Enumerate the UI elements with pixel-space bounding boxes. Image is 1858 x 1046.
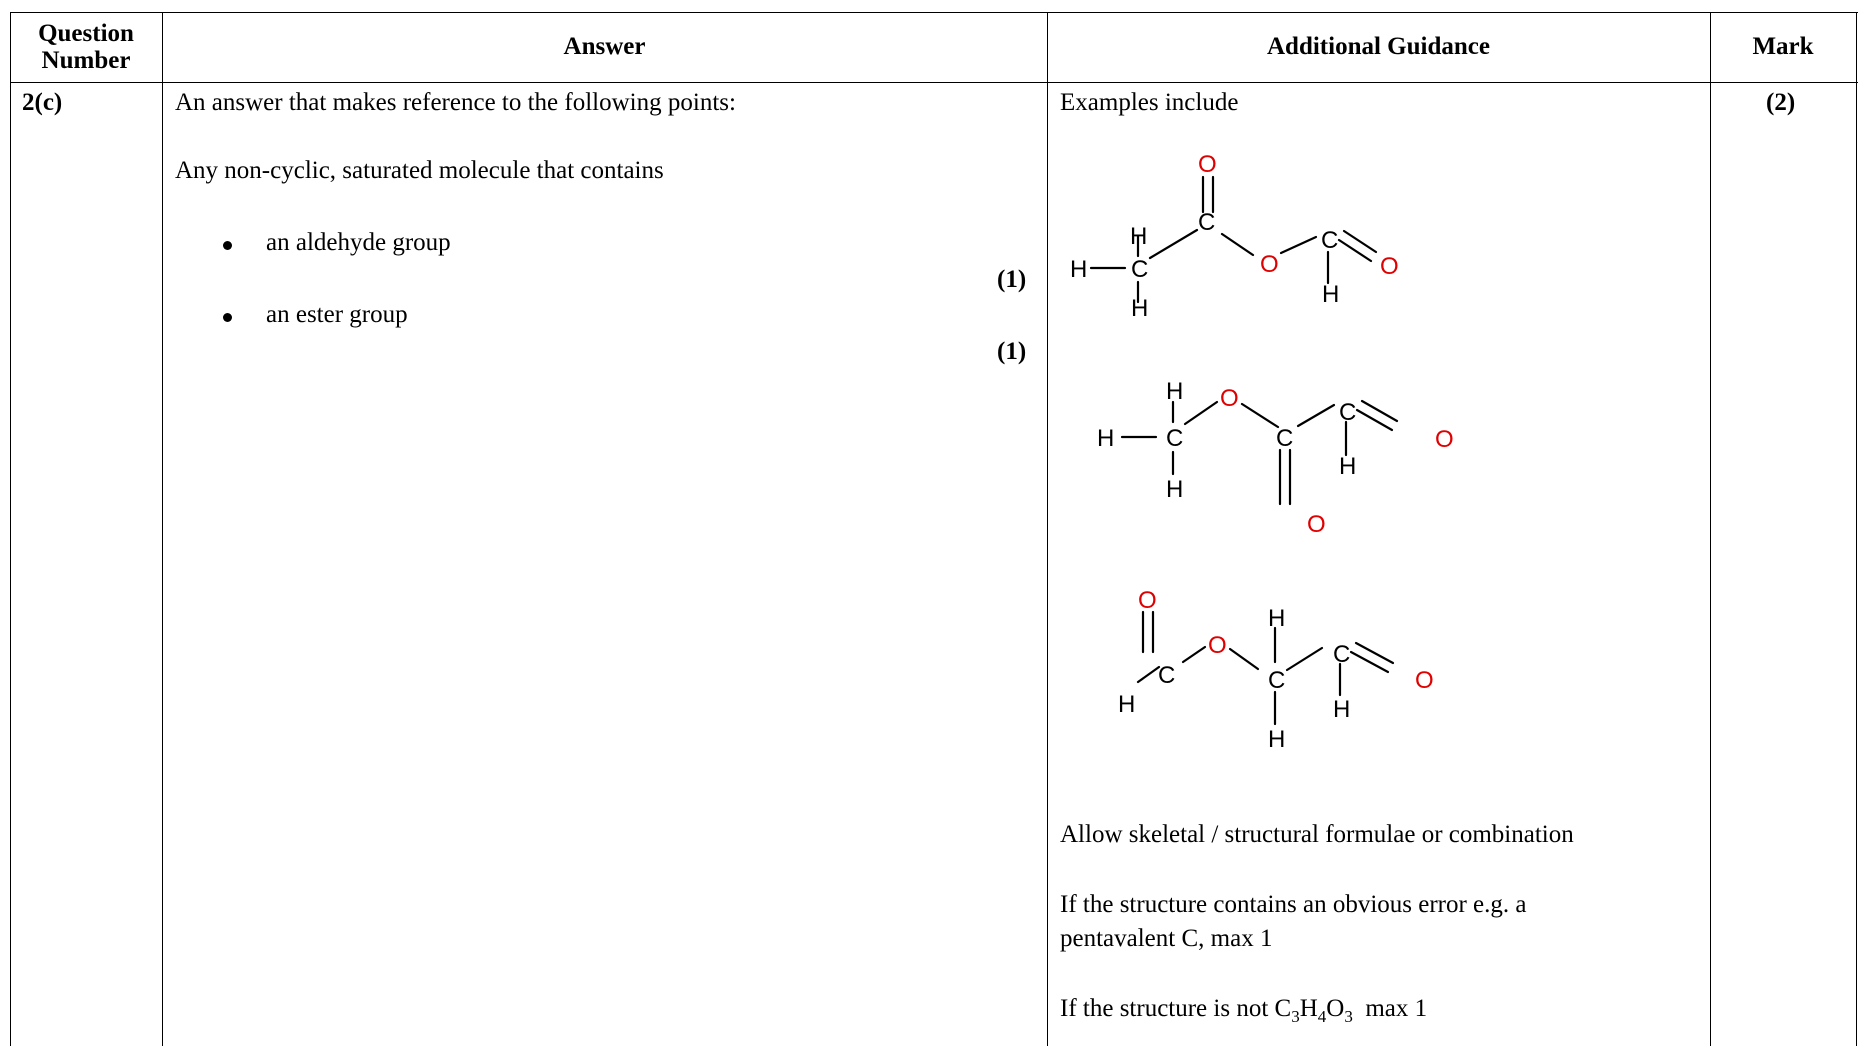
table-left-border bbox=[10, 12, 11, 1046]
svg-text:C: C bbox=[1276, 425, 1293, 452]
svg-text:H: H bbox=[1118, 691, 1135, 718]
guidance-note-formulae: Allow skeletal / structural formulae or … bbox=[1060, 821, 1574, 848]
header-mark: Mark bbox=[1752, 33, 1814, 61]
svg-text:O: O bbox=[1435, 426, 1454, 453]
guidance-note-error-line-1: If the structure contains an obvious err… bbox=[1060, 891, 1527, 918]
column-divider-2 bbox=[1047, 12, 1048, 1046]
svg-text:H: H bbox=[1166, 476, 1183, 503]
svg-text:H: H bbox=[1322, 281, 1339, 308]
svg-text:O: O bbox=[1415, 667, 1434, 694]
svg-text:O: O bbox=[1138, 587, 1157, 614]
svg-text:H: H bbox=[1333, 696, 1350, 723]
svg-text:C: C bbox=[1268, 667, 1285, 694]
bullet-icon bbox=[223, 241, 232, 250]
svg-text:O: O bbox=[1380, 253, 1399, 280]
svg-text:H: H bbox=[1268, 726, 1285, 753]
svg-text:O: O bbox=[1208, 632, 1227, 659]
answer-lead: Any non-cyclic, saturated molecule that … bbox=[175, 157, 664, 184]
structural-formula-1: H H C H C O O C H O bbox=[1070, 151, 1399, 322]
svg-text:O: O bbox=[1260, 251, 1279, 278]
guidance-note-error-line-2: pentavalent C, max 1 bbox=[1060, 925, 1273, 952]
svg-text:H: H bbox=[1131, 295, 1148, 322]
answer-point-mark: (1) bbox=[997, 338, 1027, 365]
table-right-border bbox=[1856, 12, 1857, 1046]
svg-text:O: O bbox=[1307, 511, 1326, 538]
answer-intro: An answer that makes reference to the fo… bbox=[175, 89, 736, 116]
column-divider-1 bbox=[162, 12, 163, 1046]
answer-point-ester: an ester group bbox=[266, 301, 408, 328]
guidance-intro: Examples include bbox=[1060, 89, 1239, 116]
structural-formula-2: H H C H O C O C H O bbox=[1097, 378, 1454, 538]
answer-point-mark: (1) bbox=[997, 266, 1027, 293]
header-additional-guidance: Additional Guidance bbox=[1267, 33, 1490, 61]
svg-text:C: C bbox=[1131, 256, 1148, 283]
bullet-icon bbox=[223, 313, 232, 322]
svg-text:H: H bbox=[1070, 256, 1087, 283]
mark-scheme-table: Question Number Answer Additional Guidan… bbox=[10, 12, 1858, 1046]
svg-text:C: C bbox=[1339, 399, 1356, 426]
column-divider-3 bbox=[1710, 12, 1711, 1046]
svg-text:O: O bbox=[1220, 385, 1239, 412]
question-number: 2(c) bbox=[22, 89, 63, 116]
svg-text:H: H bbox=[1097, 425, 1114, 452]
header-answer: Answer bbox=[563, 33, 646, 61]
table-top-border bbox=[10, 12, 1858, 13]
svg-text:H: H bbox=[1268, 605, 1285, 632]
svg-text:H: H bbox=[1130, 223, 1147, 250]
total-mark: (2) bbox=[1766, 89, 1796, 116]
svg-text:C: C bbox=[1321, 227, 1338, 254]
svg-text:O: O bbox=[1198, 151, 1217, 178]
svg-text:H: H bbox=[1339, 453, 1356, 480]
svg-text:C: C bbox=[1158, 662, 1175, 689]
header-question-number: Question Number bbox=[38, 19, 134, 75]
answer-point-aldehyde: an aldehyde group bbox=[266, 229, 451, 256]
header-divider bbox=[10, 82, 1858, 83]
structural-formula-3: H C O O H C H C H O bbox=[1118, 587, 1434, 753]
svg-text:H: H bbox=[1166, 378, 1183, 405]
svg-text:C: C bbox=[1333, 641, 1350, 668]
guidance-note-formula: If the structure is not C3H4O3 max 1 bbox=[1060, 995, 1428, 1026]
svg-text:C: C bbox=[1166, 425, 1183, 452]
svg-text:C: C bbox=[1198, 209, 1215, 236]
